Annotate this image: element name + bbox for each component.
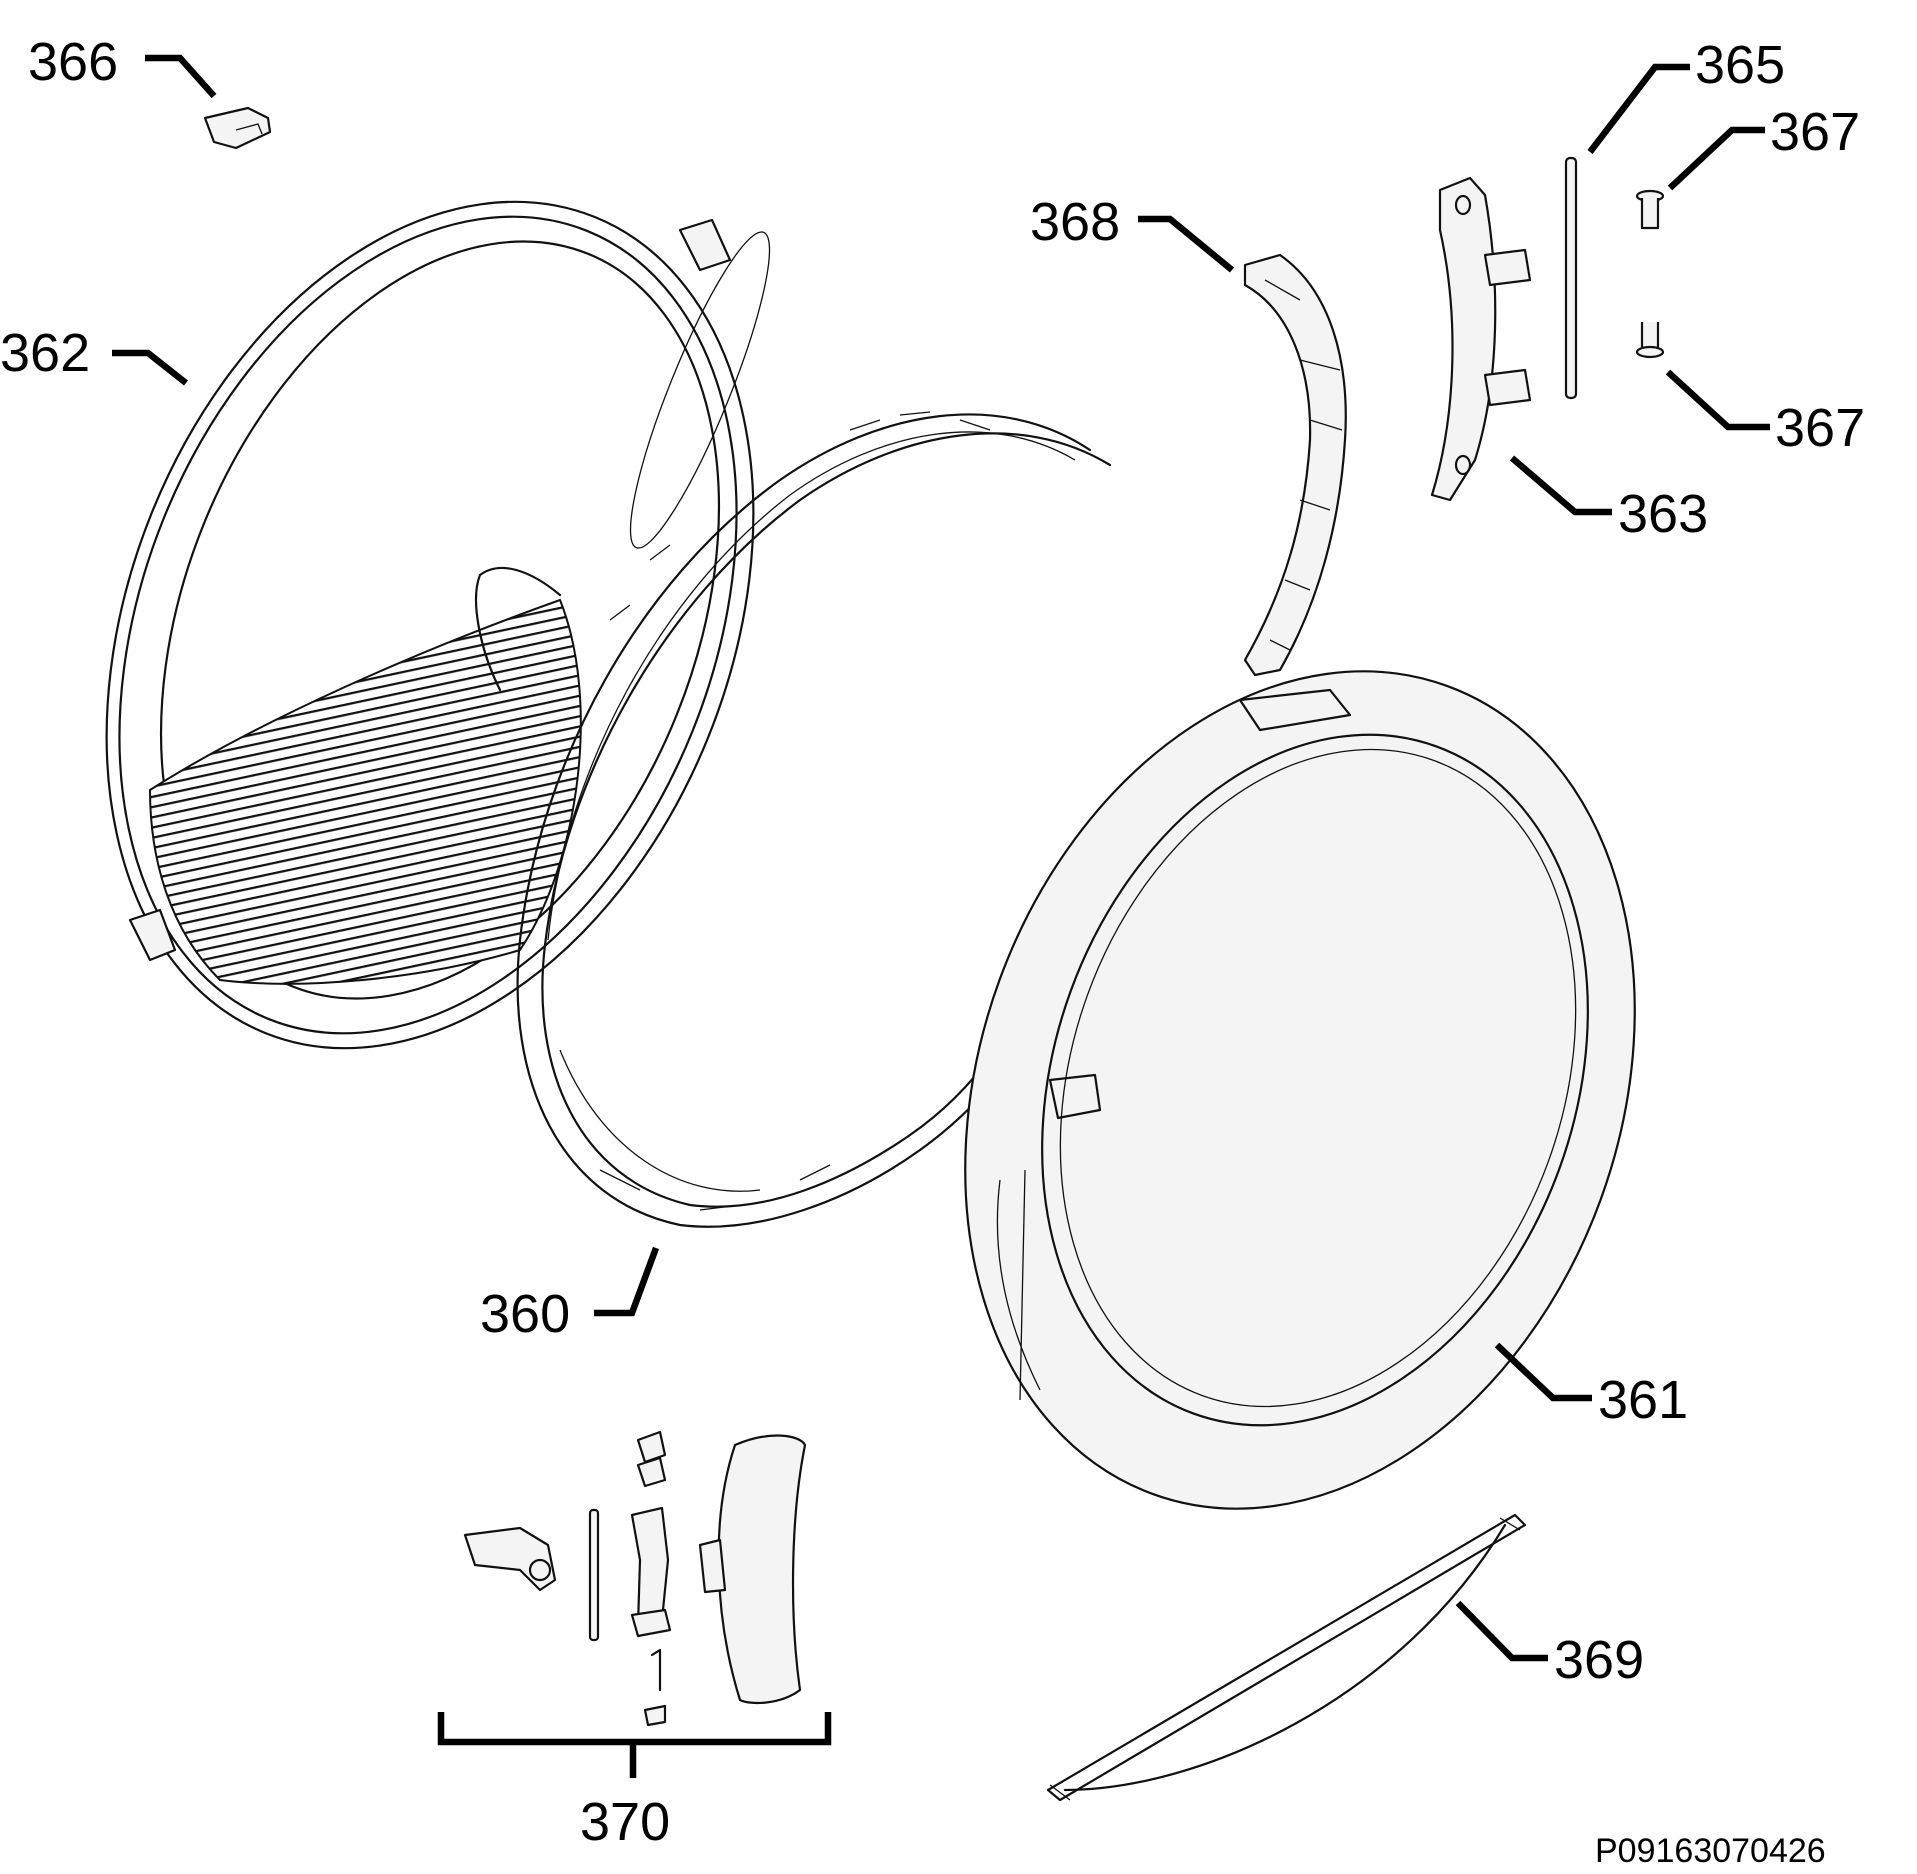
leader-369 [1455, 1600, 1548, 1662]
part-365-hinge-pin [1564, 156, 1578, 400]
part-367-screw-lower [1635, 322, 1665, 359]
part-368-hinge-bracket [1243, 253, 1347, 677]
part-366-clip [203, 106, 272, 150]
callout-365: 365 [1695, 35, 1785, 95]
leader-362 [112, 349, 189, 386]
part-363-hinge [1430, 176, 1532, 502]
leader-365 [1587, 63, 1690, 154]
part-369-trim [1046, 1513, 1527, 1802]
leader-360 [594, 1246, 660, 1317]
leader-367b [1665, 369, 1770, 431]
part-361-outer-frame [964, 670, 1636, 1510]
callout-367-upper: 367 [1770, 102, 1860, 162]
leader-368 [1138, 215, 1235, 273]
callout-362: 362 [0, 323, 90, 383]
callout-360: 360 [480, 1284, 570, 1344]
callout-370: 370 [580, 1792, 670, 1852]
callout-367-lower: 367 [1775, 398, 1865, 458]
leader-366 [145, 54, 217, 99]
bracket-370 [437, 1712, 832, 1778]
callout-366: 366 [28, 32, 118, 92]
callout-369: 369 [1554, 1630, 1644, 1690]
leader-367a [1667, 126, 1765, 191]
part-367-screw-upper [1635, 189, 1665, 230]
callout-labels: 366 362 368 365 367 367 363 360 361 369 … [0, 32, 1865, 1870]
drawing-code: P09163070426 [1595, 1832, 1826, 1870]
part-360-inner-frame [516, 411, 1112, 1228]
part-362-door-glass [105, 200, 771, 1050]
leader-361 [1494, 1342, 1592, 1402]
callout-361: 361 [1598, 1370, 1688, 1430]
leader-363 [1509, 455, 1612, 516]
leader-lines [112, 54, 1770, 1778]
callout-368: 368 [1030, 192, 1120, 252]
part-370-handle-kit [463, 1430, 807, 1727]
callout-363: 363 [1618, 484, 1708, 544]
